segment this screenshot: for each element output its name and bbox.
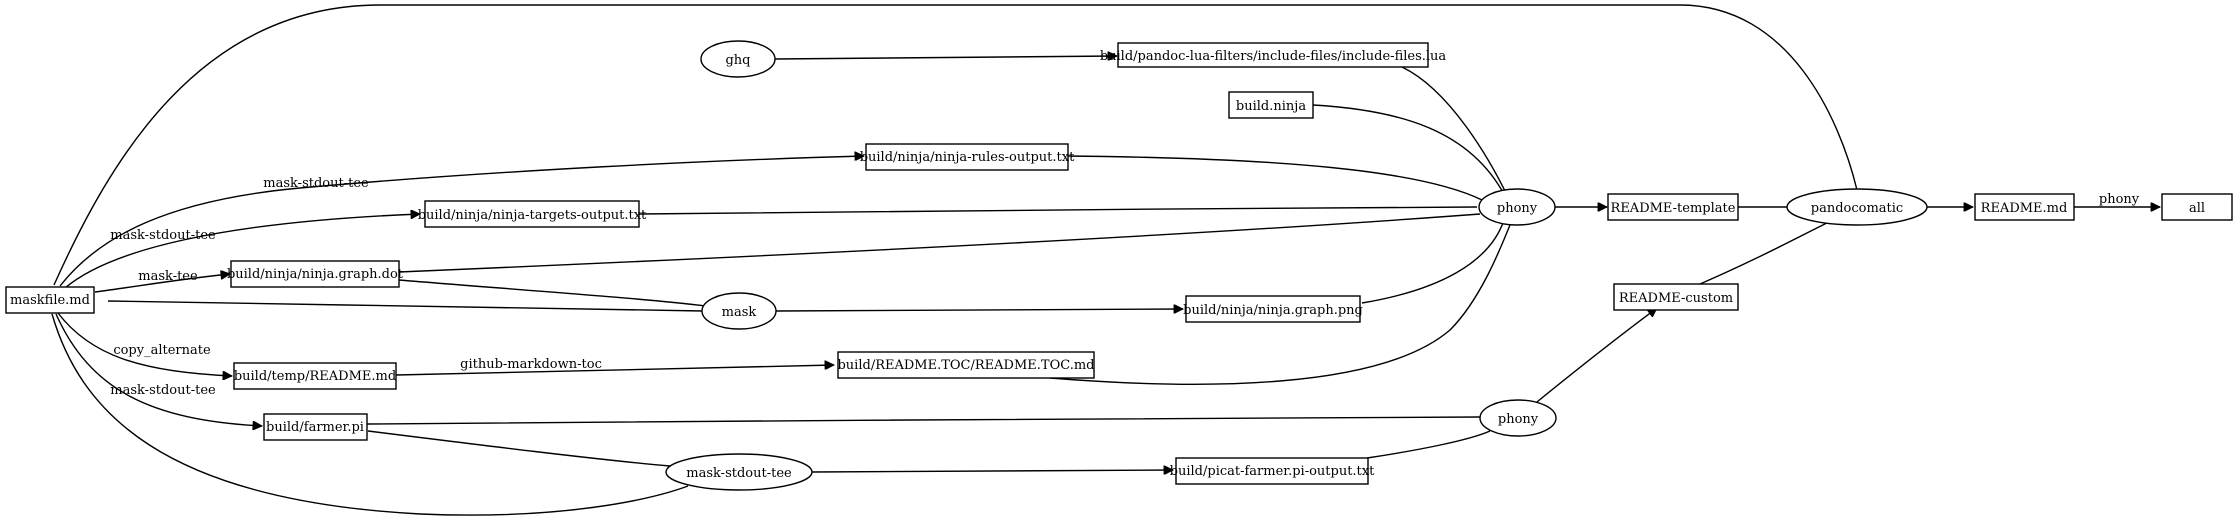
node-label: build/README.TOC/README.TOC.md xyxy=(837,358,1094,373)
nodes: maskfile.md ghq build/pandoc-lua-filters… xyxy=(5,40,2233,491)
edge-maskfile-mask xyxy=(107,300,704,312)
edge-maskfile-pandocomatic xyxy=(53,4,1858,286)
node-label: all xyxy=(2189,201,2205,216)
node-mask[interactable]: mask xyxy=(701,292,777,330)
edge-build-ninja-phony1 xyxy=(1312,104,1506,197)
edge-graph-dot-mask xyxy=(398,279,707,307)
node-ninja-targets-output[interactable]: build/ninja/ninja-targets-output.txt xyxy=(418,200,647,228)
edge-include-files-phony1 xyxy=(1401,66,1509,198)
node-ghq[interactable]: ghq xyxy=(700,40,776,78)
edge-ghq-include-files xyxy=(774,56,1117,59)
edge-label-to-all: phony xyxy=(2099,192,2140,207)
edge-maskfile-targets-output xyxy=(64,214,420,289)
edge-mask-graph-png xyxy=(775,309,1183,311)
node-label: phony xyxy=(1497,201,1538,216)
edge-graph-dot-phony1 xyxy=(398,213,1481,273)
edge-label-to-toc: github-markdown-toc xyxy=(460,357,602,372)
edges xyxy=(51,4,2160,516)
node-farmer-pi[interactable]: build/farmer.pi xyxy=(263,413,368,441)
node-label: maskfile.md xyxy=(10,293,90,308)
edge-label-to-rules: mask-stdout-tee xyxy=(263,176,369,191)
node-label: build/temp/README.md xyxy=(234,369,396,384)
edge-targets-output-phony1 xyxy=(638,206,1478,215)
node-label: build/ninja/ninja.graph.png xyxy=(1183,303,1363,318)
node-label: README-custom xyxy=(1619,291,1733,306)
node-ninja-graph-dot[interactable]: build/ninja/ninja.graph.dot xyxy=(227,260,404,288)
edge-toc-phony1 xyxy=(1049,219,1513,385)
node-readme-toc-md[interactable]: build/README.TOC/README.TOC.md xyxy=(837,351,1095,379)
node-label: pandocomatic xyxy=(1811,201,1903,216)
edge-farmer-phony2 xyxy=(366,416,1481,425)
node-label: phony xyxy=(1498,412,1539,427)
node-pandocomatic[interactable]: pandocomatic xyxy=(1786,188,1928,226)
edge-phony2-readme-custom xyxy=(1531,308,1657,407)
node-label: build/ninja/ninja-rules-output.txt xyxy=(860,150,1075,165)
node-ninja-graph-png[interactable]: build/ninja/ninja.graph.png xyxy=(1183,295,1363,323)
edge-label-to-farmer: mask-stdout-tee xyxy=(110,383,216,398)
node-include-files-lua[interactable]: build/pandoc-lua-filters/include-files/i… xyxy=(1100,42,1447,68)
node-readme-template[interactable]: README-template xyxy=(1607,193,1739,221)
node-maskfile-md[interactable]: maskfile.md xyxy=(5,286,95,314)
edge-label-to-temp: copy_alternate xyxy=(113,343,211,358)
node-label: ghq xyxy=(725,53,750,68)
node-temp-readme-md[interactable]: build/temp/README.md xyxy=(233,362,397,390)
node-picat-farmer-output[interactable]: build/picat-farmer.pi-output.txt xyxy=(1170,457,1375,485)
node-mask-stdout-tee[interactable]: mask-stdout-tee xyxy=(665,453,813,491)
edge-farmer-mask-stdout-tee xyxy=(367,430,671,467)
node-label: README-template xyxy=(1611,201,1736,216)
node-readme-md[interactable]: README.md xyxy=(1974,193,2075,221)
edge-maskfile-mask-stdout-tee xyxy=(51,313,689,516)
edge-mask-stdout-tee-picat xyxy=(811,470,1173,472)
edge-picat-phony2 xyxy=(1366,430,1491,459)
edge-maskfile-farmer xyxy=(55,313,262,426)
edge-rules-output-phony1 xyxy=(1066,155,1483,201)
edge-labels: mask-stdout-tee mask-stdout-tee mask-tee… xyxy=(110,176,2139,398)
edge-maskfile-temp-readme xyxy=(57,312,232,376)
edge-temp-readme-toc xyxy=(395,365,834,376)
node-label: README.md xyxy=(1981,201,2068,216)
node-ninja-rules-output[interactable]: build/ninja/ninja-rules-output.txt xyxy=(860,143,1075,171)
node-label: mask xyxy=(722,305,757,320)
edge-label-to-dot: mask-tee xyxy=(138,269,198,284)
node-label: build/ninja/ninja.graph.dot xyxy=(227,267,404,282)
node-label: mask-stdout-tee xyxy=(686,466,792,481)
node-build-ninja[interactable]: build.ninja xyxy=(1228,91,1314,119)
node-readme-custom[interactable]: README-custom xyxy=(1613,283,1739,311)
node-label: build/farmer.pi xyxy=(266,420,364,435)
node-label: build/ninja/ninja-targets-output.txt xyxy=(418,208,647,223)
node-label: build/picat-farmer.pi-output.txt xyxy=(1170,464,1375,479)
edge-graph-png-phony1 xyxy=(1361,219,1505,304)
edge-maskfile-graph-dot xyxy=(94,274,230,293)
node-all[interactable]: all xyxy=(2161,193,2233,221)
edge-label-to-targets: mask-stdout-tee xyxy=(110,228,216,243)
node-label: build/pandoc-lua-filters/include-files/i… xyxy=(1100,49,1447,64)
edge-readme-custom-pandocomatic xyxy=(1699,218,1836,285)
node-label: build.ninja xyxy=(1236,99,1306,114)
node-phony-lower[interactable]: phony xyxy=(1479,399,1557,437)
edge-maskfile-rules-output xyxy=(59,156,864,287)
node-phony-upper[interactable]: phony xyxy=(1478,188,1556,226)
